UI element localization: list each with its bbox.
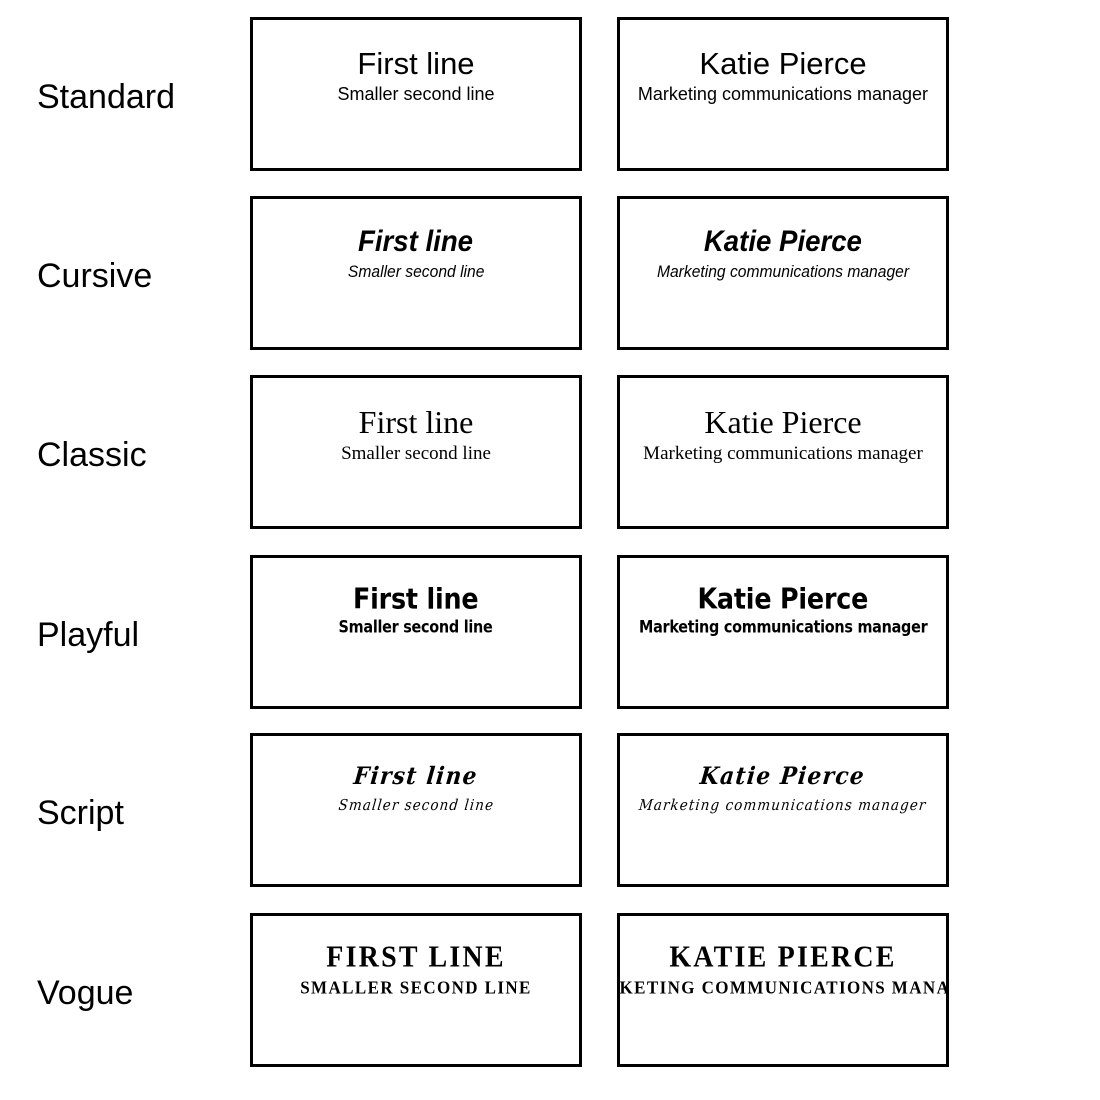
- style-label-script: Script: [37, 794, 124, 832]
- preview-primary-line: First line: [353, 583, 479, 616]
- style-row-vogue: Vogue FIRST LINE SMALLER SECOND LINE KAT…: [0, 913, 1100, 1073]
- preview-secondary-line: Smaller second line: [337, 795, 495, 814]
- preview-secondary-line: Smaller second line: [341, 442, 491, 464]
- preview-primary-line: KATIE PIERCE: [669, 940, 897, 975]
- preview-card-standard-generic[interactable]: First line Smaller second line: [250, 17, 582, 171]
- preview-secondary-line: Marketing communications manager: [638, 616, 928, 637]
- preview-card-classic-generic[interactable]: First line Smaller second line: [250, 375, 582, 529]
- style-label-standard: Standard: [37, 78, 175, 116]
- preview-primary-line: FIRST LINE: [326, 940, 506, 975]
- preview-secondary-line: Smaller second line: [337, 83, 495, 104]
- preview-card-script-person[interactable]: Katie Pierce Marketing communications ma…: [617, 733, 949, 887]
- preview-primary-line: Katie Pierce: [697, 583, 869, 616]
- preview-primary-line: First line: [358, 225, 474, 258]
- preview-card-script-generic[interactable]: First line Smaller second line: [250, 733, 582, 887]
- preview-primary-line: Katie Pierce: [699, 761, 867, 790]
- preview-primary-line: First line: [358, 404, 474, 440]
- preview-secondary-line: Smaller second line: [339, 616, 493, 637]
- style-row-playful: Playful First line Smaller second line K…: [0, 555, 1100, 715]
- preview-primary-line: Katie Pierce: [699, 46, 867, 81]
- preview-card-standard-person[interactable]: Katie Pierce Marketing communications ma…: [617, 17, 949, 171]
- preview-secondary-line: Marketing communications manager: [637, 83, 929, 104]
- preview-secondary-line: Smaller second line: [347, 261, 485, 281]
- style-row-classic: Classic First line Smaller second line K…: [0, 375, 1100, 535]
- preview-primary-line: First line: [352, 761, 480, 790]
- preview-card-classic-person[interactable]: Katie Pierce Marketing communications ma…: [617, 375, 949, 529]
- preview-secondary-line: Marketing communications manager: [656, 261, 910, 281]
- style-row-cursive: Cursive First line Smaller second line K…: [0, 196, 1100, 356]
- style-row-script: Script First line Smaller second line Ka…: [0, 733, 1100, 893]
- preview-card-vogue-person[interactable]: KATIE PIERCE MARKETING COMMUNICATIONS MA…: [617, 913, 949, 1067]
- preview-secondary-line: SMALLER SECOND LINE: [300, 977, 532, 998]
- preview-primary-line: Katie Pierce: [703, 225, 863, 258]
- preview-primary-line: First line: [357, 46, 475, 81]
- style-label-classic: Classic: [37, 436, 147, 474]
- style-label-vogue: Vogue: [37, 974, 134, 1012]
- preview-primary-line: Katie Pierce: [704, 404, 862, 440]
- preview-secondary-line: Marketing communications manager: [643, 442, 923, 464]
- preview-secondary-line: Marketing communications manager: [638, 795, 928, 814]
- preview-card-cursive-generic[interactable]: First line Smaller second line: [250, 196, 582, 350]
- style-row-standard: Standard First line Smaller second line …: [0, 17, 1100, 177]
- preview-card-playful-person[interactable]: Katie Pierce Marketing communications ma…: [617, 555, 949, 709]
- style-label-cursive: Cursive: [37, 257, 153, 295]
- preview-card-playful-generic[interactable]: First line Smaller second line: [250, 555, 582, 709]
- preview-card-vogue-generic[interactable]: FIRST LINE SMALLER SECOND LINE: [250, 913, 582, 1067]
- preview-card-cursive-person[interactable]: Katie Pierce Marketing communications ma…: [617, 196, 949, 350]
- style-label-playful: Playful: [37, 616, 140, 654]
- preview-secondary-line: MARKETING COMMUNICATIONS MANAGER: [619, 977, 949, 998]
